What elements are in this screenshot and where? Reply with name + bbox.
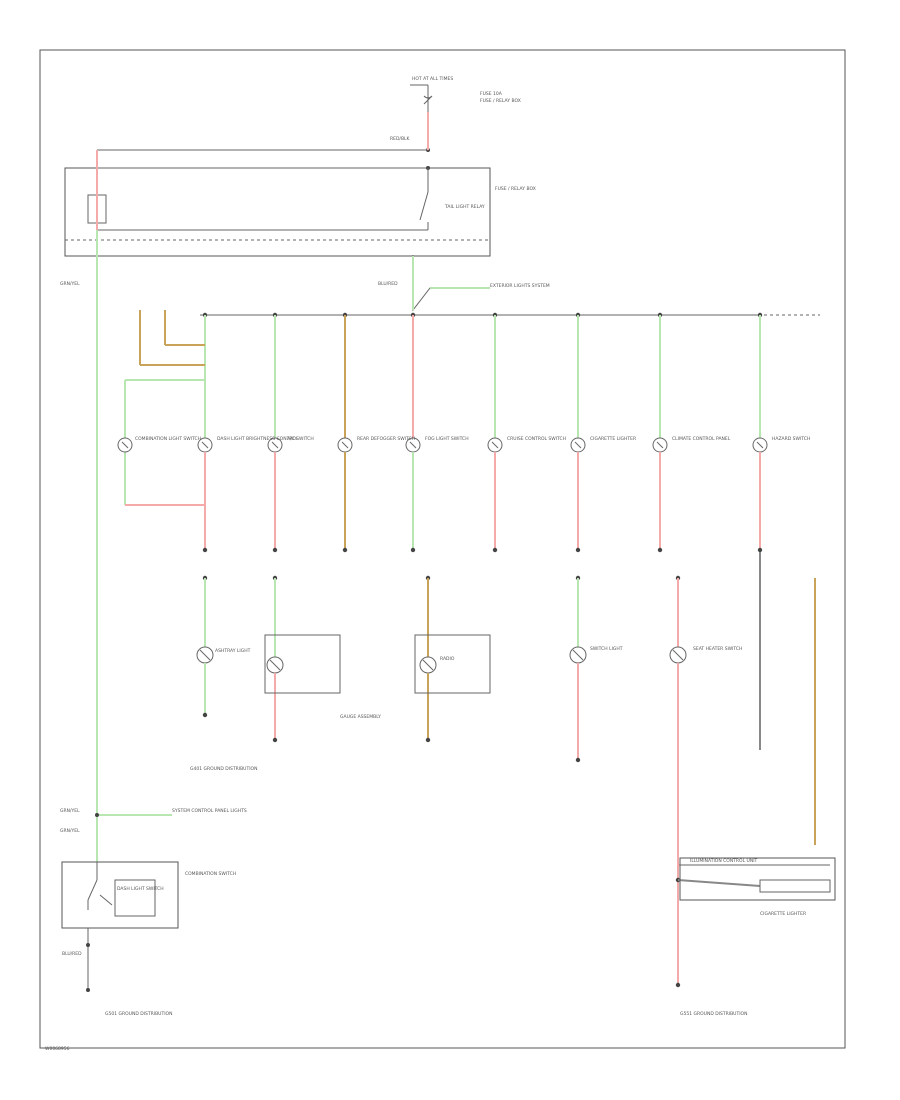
branch-switch-5-contact <box>574 441 582 449</box>
branch-end-6 <box>657 547 663 553</box>
branch-end-5 <box>575 547 581 553</box>
illumination-ref2: CIGARETTE LIGHTER <box>760 911 806 917</box>
fuse-label: FUSE 10A <box>480 91 503 97</box>
lower-end-1 <box>272 737 278 743</box>
dash-light-switch <box>114 879 156 917</box>
left-wire-label-2: GRN/YEL <box>60 828 80 834</box>
left-wire-label-3: BLU/RED <box>62 951 82 957</box>
branch-switch-3-contact <box>409 441 417 449</box>
branch-label-6: CLIMATE CONTROL PANEL <box>672 436 731 442</box>
relay-label: TAIL LIGHT RELAY <box>444 204 485 210</box>
lamp-filament-4 <box>672 649 684 661</box>
wire-layer <box>96 112 816 988</box>
lamp-filament-0 <box>199 649 211 661</box>
ground-label-2: G551 GROUND DISTRIBUTION <box>680 1011 747 1017</box>
illum-link <box>677 879 761 887</box>
branch-switch-7-contact <box>756 441 764 449</box>
branch-end-3 <box>410 547 416 553</box>
lower-label-1: GAUGE ASSEMBLY <box>340 714 381 720</box>
branch-switch-6-contact <box>656 441 664 449</box>
left-wire-label-0: GRN/YEL <box>60 281 80 287</box>
lower-end-2 <box>425 737 431 743</box>
diagram-frame <box>39 49 846 1049</box>
combination-switch-box <box>61 861 179 929</box>
lamp-filament-1 <box>269 659 281 671</box>
lower-label-2: RADIO <box>440 656 455 662</box>
lower-label-4: SEAT HEATER SWITCH <box>693 646 742 652</box>
branch-label-3: FOG LIGHT SWITCH <box>425 436 469 442</box>
combo-label: COMBINATION LIGHT SWITCH <box>135 436 201 442</box>
hot-label: HOT AT ALL TIMES <box>412 76 453 82</box>
lower-label-3: SWITCH LIGHT <box>590 646 623 652</box>
branch-switch-0-contact <box>201 441 209 449</box>
combo-switch-contact <box>121 441 129 449</box>
branch-switch-4-contact <box>491 441 499 449</box>
lower-end-4 <box>675 982 681 988</box>
branch-label-1: A/C SWITCH <box>287 436 314 442</box>
diagram-id: W0068956 <box>45 1046 70 1052</box>
ground-label-0: G501 GROUND DISTRIBUTION <box>105 1011 172 1017</box>
radio-box <box>414 634 491 694</box>
top-power-block: HOT AT ALL TIMES FUSE 10A FUSE / RELAY B… <box>64 76 536 257</box>
fuse-desc: FUSE / RELAY BOX <box>480 98 521 104</box>
illumination-block: ILLUMINATION CONTROL UNIT CIGARETTE LIGH… <box>190 766 836 1017</box>
branch-switch-1-contact <box>271 441 279 449</box>
branch-switch-2-contact <box>341 441 349 449</box>
branch-end-1 <box>272 547 278 553</box>
branch-label-7: HAZARD SWITCH <box>772 436 810 442</box>
main-bus: BLU/RED EXTERIOR LIGHTS SYSTEM GRN/YEL <box>60 255 820 316</box>
lamp-filament-2 <box>422 659 434 671</box>
branch-label-5: CIGARETTE LIGHTER <box>590 436 636 442</box>
left-dest-label: SYSTEM CONTROL PANEL LIGHTS <box>172 808 247 814</box>
gauge-box <box>264 634 341 694</box>
branch-label-2: REAR DEFOGGER SWITCH <box>357 436 415 442</box>
lower-end-0 <box>202 712 208 718</box>
illumination-resistor <box>759 879 831 893</box>
relay-contact <box>419 191 429 221</box>
relay-desc: FUSE / RELAY BOX <box>495 186 536 192</box>
dash-light-switch-label: DASH LIGHT SWITCH <box>117 886 164 892</box>
branch-end-0 <box>202 547 208 553</box>
branch-end-2 <box>342 547 348 553</box>
illumination-ref: ILLUMINATION CONTROL UNIT <box>690 858 758 864</box>
left-wire-label-1: GRN/YEL <box>60 808 80 814</box>
branch-label-0: DASH LIGHT BRIGHTNESS CONTROL <box>217 436 299 442</box>
ground-label-1: G401 GROUND DISTRIBUTION <box>190 766 257 772</box>
illumination-control-box <box>679 857 836 901</box>
lamp-filament-3 <box>572 649 584 661</box>
fuse-relay-box <box>64 167 491 257</box>
branch-label-4: CRUISE CONTROL SWITCH <box>507 436 566 442</box>
lower-label-0: ASHTRAY LIGHT <box>215 648 251 654</box>
lower-end-3 <box>575 757 581 763</box>
splice-label: BLU/RED <box>378 281 398 287</box>
branch-end-4 <box>492 547 498 553</box>
splice-dest: EXTERIOR LIGHTS SYSTEM <box>490 283 550 289</box>
branch-end-7 <box>757 547 763 553</box>
combination-switch-label: COMBINATION SWITCH <box>185 871 236 877</box>
combination-switch-block: GRN/YEL SYSTEM CONTROL PANEL LIGHTS GRN/… <box>60 808 247 1017</box>
top-wire-label: RED/BLK <box>390 136 411 142</box>
